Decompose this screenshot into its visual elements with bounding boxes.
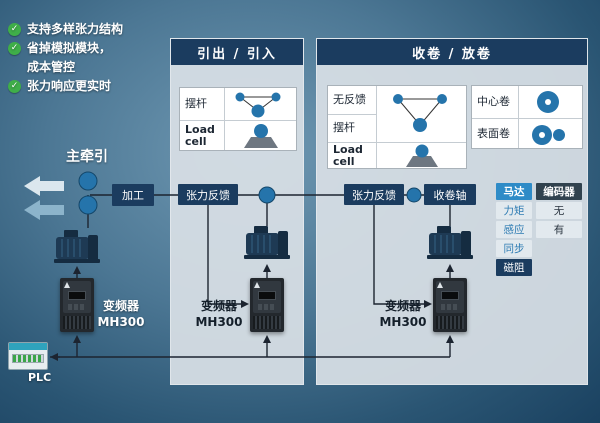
label-no-feedback: 无反馈 — [333, 93, 366, 106]
feature-item: ✓ 省掉模拟模块， — [8, 39, 172, 58]
panel-unwind-title: 引出 / 引入 — [171, 39, 303, 65]
dancer-roller-diagram — [235, 92, 281, 118]
heatsink-fins — [63, 316, 91, 329]
sensor-box-rewind: 无反馈 摆杆 Load cell — [327, 85, 467, 169]
flow-arrow-icon — [24, 200, 64, 220]
drive-display — [258, 291, 276, 300]
unwind-drive-label: 变频器 MH300 — [195, 299, 243, 329]
motor-type-reluctance: 磁阻 — [496, 259, 532, 276]
divider — [328, 114, 376, 115]
tension-feedback-chip-left: 张力反馈 — [178, 184, 238, 205]
feature-text: 成本管控 — [27, 60, 76, 74]
plc-label: PLC — [28, 371, 52, 384]
feature-text: 支持多样张力结构 — [27, 22, 124, 36]
check-icon: ✓ — [8, 42, 21, 55]
roller-icon — [78, 195, 98, 215]
drive-keypad — [441, 304, 459, 310]
winding-type-box: 中心卷 表面卷 — [471, 85, 583, 149]
encoder-header: 编码器 — [536, 183, 582, 200]
motor-icon — [427, 224, 473, 262]
dancer-roller-diagram — [393, 94, 447, 132]
drive-keypad — [68, 304, 86, 310]
motor-type-header: 马达 — [496, 183, 532, 200]
center-wind-diagram — [537, 91, 559, 113]
divider — [472, 118, 582, 119]
label-loadcell: Load cell — [333, 143, 363, 168]
roller-icon — [78, 171, 98, 191]
tension-feedback-chip-right: 张力反馈 — [344, 184, 404, 205]
drive-display — [441, 291, 459, 300]
vfd-drive-icon — [433, 278, 467, 332]
heatsink-fins — [436, 316, 464, 329]
plc-icon — [8, 342, 48, 370]
heatsink-fins — [253, 316, 281, 329]
plc-top-strip — [9, 343, 47, 350]
encoder-yes: 有 — [536, 221, 582, 238]
plc-terminals — [12, 354, 44, 363]
sensor-box-unwind: 摆杆 Load cell — [179, 87, 297, 151]
feature-item: ✓ 张力响应更实时 — [8, 77, 172, 96]
vfd-drive-icon — [250, 278, 284, 332]
flow-arrow-icon — [24, 176, 64, 196]
feature-text: 省掉模拟模块， — [27, 41, 112, 55]
check-icon: ✓ — [8, 80, 21, 93]
divider — [376, 86, 377, 168]
label-center-wind: 中心卷 — [477, 95, 510, 108]
loadcell-diagram — [244, 124, 278, 148]
vfd-drive-icon — [60, 278, 94, 332]
delta-logo-icon — [64, 282, 70, 288]
label-loadcell: Load cell — [185, 123, 215, 148]
loadcell-diagram — [406, 144, 438, 167]
label-surface-wind: 表面卷 — [477, 127, 510, 140]
main-drive-label: 变频器 MH300 — [97, 299, 145, 329]
motor-type-sync: 同步 — [496, 240, 532, 257]
feature-list: ✓ 支持多样张力结构 ✓ 省掉模拟模块， 成本管控 ✓ 张力响应更实时 — [8, 20, 172, 96]
divider — [518, 86, 519, 148]
label-pendulum: 摆杆 — [185, 97, 207, 110]
feature-text: 张力响应更实时 — [27, 79, 112, 93]
panel-rewind-title: 收卷 / 放卷 — [317, 39, 587, 65]
divider — [224, 88, 225, 150]
divider — [328, 142, 466, 143]
label-pendulum: 摆杆 — [333, 121, 355, 134]
panel-unwind: 引出 / 引入 摆杆 Load cell — [170, 38, 304, 385]
rewind-drive-label: 变频器 MH300 — [379, 299, 427, 329]
delta-logo-icon — [437, 282, 443, 288]
encoder-none: 无 — [536, 202, 582, 219]
drive-keypad — [258, 304, 276, 310]
main-traction-title: 主牵引 — [66, 149, 108, 165]
feature-item: 成本管控 — [8, 58, 172, 77]
winding-shaft-chip: 收卷轴 — [424, 184, 476, 205]
process-chip: 加工 — [112, 184, 154, 206]
motor-icon — [244, 224, 290, 262]
delta-logo-icon — [254, 282, 260, 288]
divider — [180, 120, 296, 121]
drive-display — [68, 291, 86, 300]
motor-icon — [54, 228, 100, 266]
check-icon: ✓ — [8, 23, 21, 36]
motor-type-torque: 力矩 — [496, 202, 532, 219]
feature-item: ✓ 支持多样张力结构 — [8, 20, 172, 39]
motor-type-induction: 感应 — [496, 221, 532, 238]
surface-wind-diagram — [532, 125, 565, 145]
